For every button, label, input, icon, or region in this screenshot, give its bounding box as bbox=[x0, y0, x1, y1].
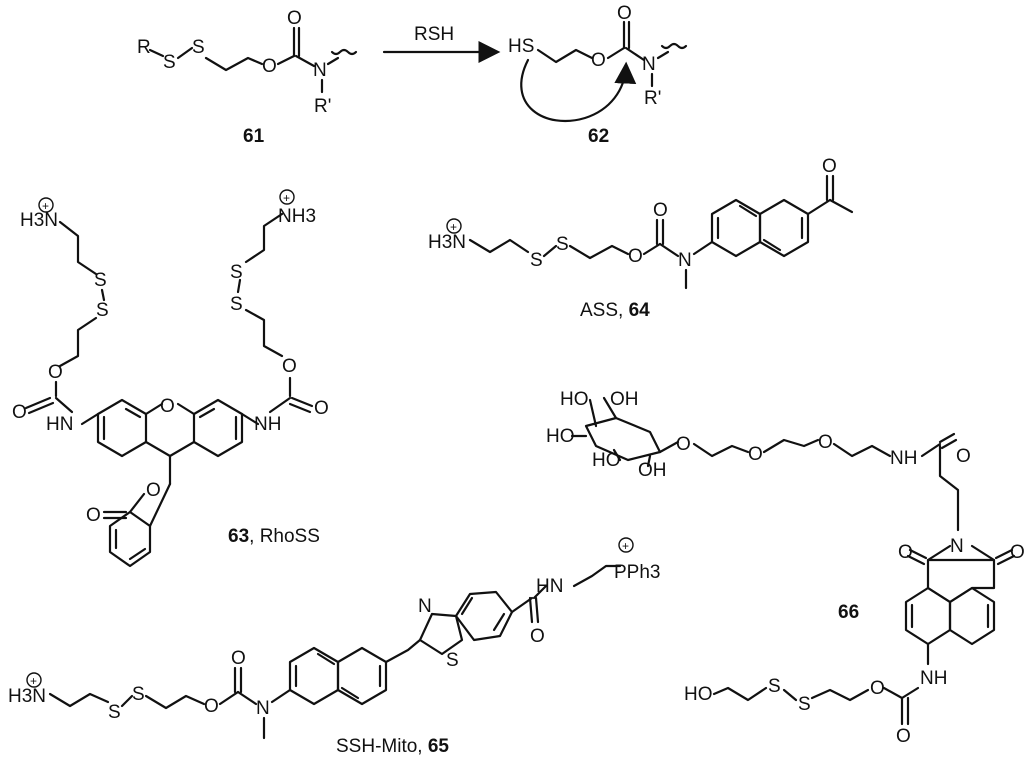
atom-S: S bbox=[94, 270, 107, 291]
atom-HO: HO bbox=[592, 450, 621, 471]
atom-HN: HN bbox=[536, 576, 563, 597]
atom-O: O bbox=[676, 434, 691, 455]
atom-NH: NH bbox=[254, 414, 281, 435]
atom-O: O bbox=[748, 444, 763, 465]
atom-O: O bbox=[86, 505, 101, 526]
atom-N: N bbox=[256, 698, 270, 719]
atom-S: S bbox=[530, 250, 543, 271]
atom-HS: HS bbox=[508, 36, 534, 57]
atom-NH: NH bbox=[920, 668, 947, 689]
atom-N: N bbox=[313, 60, 327, 81]
atom-S: S bbox=[132, 684, 145, 705]
atom-H3N: H3N bbox=[428, 232, 466, 253]
atom-O: O bbox=[287, 8, 302, 29]
reagent-label: RSH bbox=[414, 24, 454, 45]
compound-63: H3N + S S O O HN O O O bbox=[12, 189, 329, 568]
charge-plus: + bbox=[42, 199, 49, 213]
atom-S: S bbox=[192, 37, 205, 58]
atom-O: O bbox=[896, 726, 911, 747]
atom-O: O bbox=[818, 432, 833, 453]
atom-OH: OH bbox=[638, 460, 667, 481]
atom-H3N: H3N bbox=[8, 686, 46, 707]
atom-O: O bbox=[898, 542, 913, 563]
compound-64: H3N + S S O O N O ASS, 64 bbox=[428, 156, 854, 321]
atom-S: S bbox=[96, 300, 109, 321]
compound-name-63: , RhoSS bbox=[249, 526, 320, 547]
compound-number-65: 65 bbox=[428, 736, 450, 757]
charge-plus: + bbox=[450, 220, 457, 234]
compound-name-64: ASS, bbox=[580, 300, 629, 321]
atom-HO: HO bbox=[546, 426, 575, 447]
atom-H3N: H3N bbox=[20, 210, 58, 231]
atom-S: S bbox=[556, 234, 569, 255]
atom-O: O bbox=[146, 480, 161, 501]
compound-name-65: SSH-Mito, bbox=[336, 736, 428, 757]
atom-O: O bbox=[314, 398, 329, 419]
atom-O: O bbox=[1010, 542, 1024, 563]
compound-66: HO OH HO HO OH O O O NH O N O O bbox=[546, 389, 1024, 747]
atom-NH3: NH3 bbox=[278, 206, 316, 227]
compound-61: R S S O O N R' 61 bbox=[137, 8, 358, 147]
atom-N: N bbox=[642, 54, 656, 75]
atom-O: O bbox=[48, 362, 63, 383]
atom-O: O bbox=[591, 50, 606, 71]
atom-S: S bbox=[446, 650, 459, 671]
atom-O: O bbox=[870, 678, 885, 699]
atom-S: S bbox=[768, 676, 781, 697]
atom-R-prime: R' bbox=[314, 96, 331, 117]
compound-label-65: SSH-Mito, 65 bbox=[336, 736, 449, 757]
compound-number-63: 63 bbox=[228, 526, 249, 547]
atom-O: O bbox=[12, 402, 27, 423]
atom-R: R bbox=[137, 37, 151, 58]
atom-O: O bbox=[231, 648, 246, 669]
atom-N: N bbox=[678, 250, 692, 271]
compound-number-61: 61 bbox=[243, 126, 265, 147]
atom-NH: NH bbox=[890, 448, 917, 469]
compound-label-64: ASS, 64 bbox=[580, 300, 650, 321]
atom-S: S bbox=[230, 262, 243, 283]
atom-S: S bbox=[230, 294, 243, 315]
atom-O: O bbox=[160, 396, 175, 417]
atom-HO: HO bbox=[560, 389, 589, 410]
atom-S: S bbox=[798, 694, 811, 715]
atom-N: N bbox=[418, 596, 432, 617]
atom-HO: HO bbox=[684, 684, 713, 705]
compound-number-64: 64 bbox=[629, 300, 651, 321]
atom-S: S bbox=[108, 702, 121, 723]
atom-N: N bbox=[950, 536, 964, 557]
atom-HN: HN bbox=[46, 414, 73, 435]
atom-O: O bbox=[822, 156, 837, 177]
charge-plus: + bbox=[622, 539, 629, 553]
charge-plus: + bbox=[283, 191, 290, 205]
compound-65: H3N + S S O O N N S O HN P bbox=[8, 537, 660, 757]
atom-O: O bbox=[282, 356, 297, 377]
atom-O: O bbox=[204, 696, 219, 717]
atom-OH: OH bbox=[610, 389, 639, 410]
reaction-arrow: RSH bbox=[382, 24, 501, 63]
charge-plus: + bbox=[30, 674, 37, 688]
compound-number-62: 62 bbox=[588, 126, 609, 147]
atom-O: O bbox=[530, 626, 545, 647]
atom-O: O bbox=[653, 200, 668, 221]
atom-PPh3: PPh3 bbox=[614, 562, 660, 583]
atom-O: O bbox=[262, 56, 277, 77]
compound-number-66: 66 bbox=[838, 602, 859, 623]
atom-S: S bbox=[163, 52, 176, 73]
atom-O: O bbox=[617, 3, 632, 24]
atom-R-prime: R' bbox=[644, 88, 661, 109]
compound-label-63: 63, RhoSS bbox=[228, 526, 320, 547]
atom-O: O bbox=[628, 246, 643, 267]
atom-O: O bbox=[956, 446, 971, 467]
compound-62: HS O O N R' 62 bbox=[508, 3, 688, 147]
